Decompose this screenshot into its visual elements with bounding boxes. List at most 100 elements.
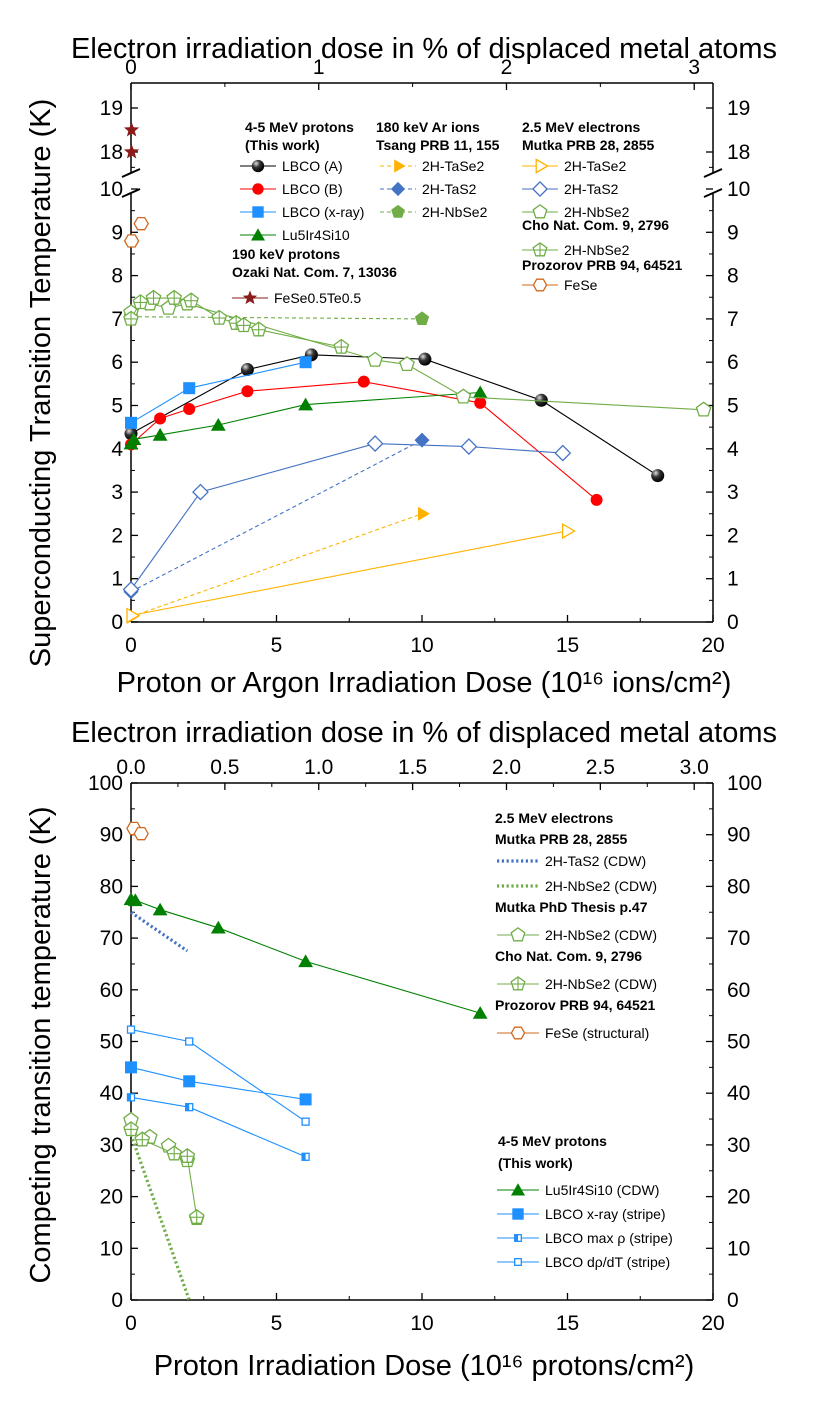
legend-label: 2H-TaSe2 [422,158,484,174]
x-tick-label: 0 [125,1312,137,1335]
legend-item-2h-nbse2: 2H-NbSe2 [522,204,630,220]
top-chart-x-label: Proton or Argon Irradiation Dose (10¹⁶ i… [117,667,732,699]
data-point [124,144,140,159]
y-tick-label: 3 [111,481,123,504]
bottom-chart-x2-label: Electron irradiation dose in % of displa… [71,717,777,749]
data-point [185,1103,194,1112]
series-2h-tase2 [127,506,430,624]
series-line [130,439,423,593]
data-point [298,397,313,411]
series-line [130,910,189,953]
legend-item-lbco-d-dt-stripe: LBCO dρ/dT (stripe) [497,1254,670,1270]
data-point [241,385,254,398]
y-tick-label: 6 [111,351,123,374]
legend-marker [510,976,526,991]
data-point [183,382,196,395]
legend-marker [391,204,405,218]
legend-item-lu5ir4si10-cdw: Lu5Ir4Si10 (CDW) [497,1182,659,1198]
legend-header: Mutka PRB 28, 2855 [522,137,654,153]
legend-item-2h-tase2: 2H-TaSe2 [380,158,484,174]
top-chart-legend: 4-5 MeV protons (This work) 190 keV prot… [232,119,683,306]
x2-tick-label: 0 [125,56,137,79]
y2-tick-label: 8 [727,265,739,288]
data-point [166,289,183,305]
legend-label: 2H-TaS2 (CDW) [545,853,646,869]
legend-header: 2.5 MeV electrons [522,119,640,135]
y2-tick-label: 80 [727,875,750,898]
series-line [129,1134,191,1301]
legend-marker [394,159,406,173]
series-lu5ir4si10-cdw [123,892,488,1019]
series-fese [123,216,149,248]
legend-item-fese0-5te0-5: FeSe0.5Te0.5 [232,290,361,306]
legend-label: LBCO (A) [282,158,343,174]
series-lbco-a [124,348,665,483]
data-point [122,581,140,598]
legend-label: Lu5Ir4Si10 [282,227,350,243]
data-point [299,356,312,369]
legend-label: 2H-NbSe2 (CDW) [545,927,657,943]
series-line [130,354,658,477]
series-lbco-max-stripe [126,1093,310,1161]
series-line [130,1029,306,1123]
series-2h-tas2 [123,432,430,600]
y-tick-label: 10 [100,1237,123,1260]
data-point [192,483,209,501]
y2-tick-label: 7 [727,308,739,331]
data-point [133,826,149,841]
axis-break-mark [121,188,141,198]
data-point [210,920,226,934]
legend-item-2h-tas2-cdw: 2H-TaS2 (CDW) [497,853,646,869]
data-point [298,954,313,968]
y-tick-label: 4 [111,438,123,461]
data-point [126,432,142,445]
data-point [126,607,141,624]
data-point [125,1061,137,1074]
data-point [123,310,139,326]
legend-marker [531,180,549,198]
x-tick-label: 10 [410,634,433,657]
legend-label: LBCO (B) [282,181,343,197]
series-line [130,443,563,590]
y2-tick-label: 6 [727,351,739,374]
legend-marker [242,290,258,305]
y2-tick-label: 5 [727,395,739,418]
y2-tick-label: 60 [727,979,750,1002]
y2-tick-label: 0 [727,611,739,634]
axis-break-mark [703,188,723,198]
legend-label: FeSe0.5Te0.5 [274,290,361,306]
x-tick-label: 0 [125,634,137,657]
series-line [130,381,597,501]
legend-label: 2H-NbSe2 [564,204,630,220]
data-point [133,216,149,231]
y-tick-label: 90 [100,824,123,847]
series-line [130,1066,306,1100]
data-point [123,234,140,248]
series-2h-tas2-cdw [130,910,189,953]
x2-tick-label: 0.0 [116,756,145,779]
data-point [250,321,267,337]
legend-label: Lu5Ir4Si10 (CDW) [545,1182,659,1198]
series-fese-structural [126,821,149,841]
legend-label: LBCO (x-ray) [282,204,364,220]
legend-label: 2H-NbSe2 [564,242,630,258]
legend-label: LBCO max ρ (stripe) [545,1230,673,1246]
legend-item-lbco-b: LBCO (B) [240,181,343,197]
x2-tick-label: 1.0 [304,756,333,779]
legend-item-2h-tas2: 2H-TaS2 [522,180,619,198]
legend-item-lbco-x-ray: LBCO (x-ray) [240,204,364,220]
data-point [695,401,712,417]
y2-tick-label: 1 [727,568,739,591]
data-point [125,416,137,429]
data-point [126,1093,136,1102]
top-chart-x2-label: Electron irradiation dose in % of displa… [71,33,777,65]
series-2h-nbse2-cdw [129,1134,191,1301]
legend-item-fese-structural: FeSe (structural) [497,1025,649,1041]
legend-header: Cho Nat. Com. 9, 2796 [522,217,669,233]
legend-item-lbco-max-stripe: LBCO max ρ (stripe) [497,1230,673,1246]
data-point [414,311,430,325]
legend-item-lu5ir4si10: Lu5Ir4Si10 [240,227,350,243]
data-point [240,363,254,377]
data-point [554,444,572,462]
data-point [333,338,350,354]
